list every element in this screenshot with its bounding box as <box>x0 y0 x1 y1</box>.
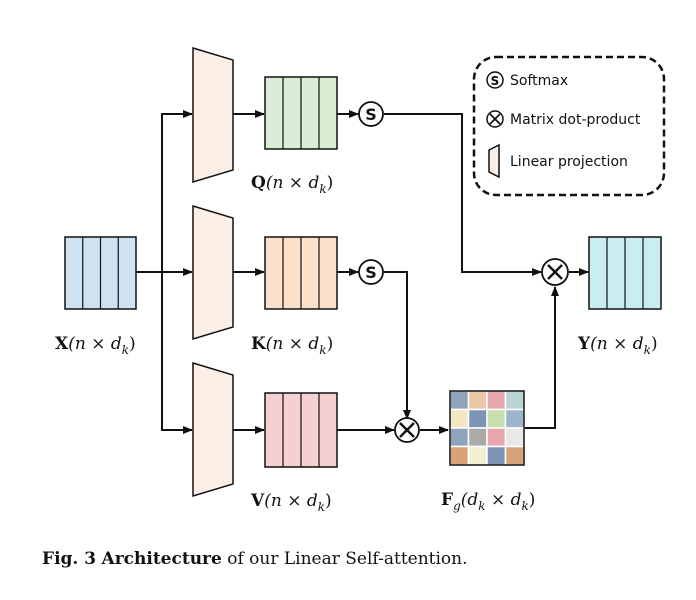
fg-cell <box>467 408 488 429</box>
label-y: Y(n × dk) <box>577 334 658 357</box>
legend-projection-icon <box>488 143 500 179</box>
label-v: V(n × dk) <box>250 491 332 514</box>
legend-dot-product-icon <box>486 110 504 128</box>
label-k: K(n × dk) <box>251 334 333 357</box>
fg-cell <box>504 408 525 429</box>
label-fg: Fg(dk × dk) <box>441 490 535 513</box>
figure-caption: Fig. 3 Architecture of our Linear Self-a… <box>42 549 468 569</box>
softmax-q-operator: S <box>358 101 384 127</box>
connections <box>136 110 589 434</box>
fg-cell <box>486 408 507 429</box>
label-x: X(n × dk) <box>55 334 136 357</box>
fg-cell <box>504 427 525 448</box>
projection-v <box>192 361 234 498</box>
legend-softmax-label: Softmax <box>510 73 568 89</box>
label-q: Q(n × dk) <box>251 173 333 196</box>
fg-cell <box>486 445 507 466</box>
dot-product-qf-operator <box>541 258 569 286</box>
arrow-fg-to-dot <box>525 286 559 429</box>
arrow-x-to-q-projection <box>161 110 193 272</box>
fg-cell <box>467 427 488 448</box>
matrix-fg <box>449 390 525 466</box>
arrow-x-to-v-projection <box>161 272 193 434</box>
fg-cell <box>449 408 470 429</box>
fg-border <box>449 390 525 466</box>
matrix-x <box>64 236 137 310</box>
matrix-q <box>264 76 338 150</box>
legend-softmax-icon: S <box>486 71 504 89</box>
svg-text:S: S <box>365 105 377 124</box>
fg-cell <box>504 390 525 411</box>
fg-cell <box>486 390 507 411</box>
fg-cell <box>467 445 488 466</box>
svg-text:S: S <box>365 263 377 282</box>
legend-dot-product-label: Matrix dot-product <box>510 112 641 128</box>
fg-cell <box>467 390 488 411</box>
matrix-v <box>264 392 338 468</box>
fg-cell <box>449 445 470 466</box>
projection-q <box>192 46 234 184</box>
projection-k <box>192 204 234 341</box>
matrix-y <box>588 236 662 310</box>
dot-product-kv-operator <box>394 417 420 443</box>
fg-cell <box>486 427 507 448</box>
legend-projection-label: Linear projection <box>510 154 628 170</box>
svg-text:S: S <box>491 74 500 88</box>
fg-cell <box>449 390 470 411</box>
fg-cell <box>449 427 470 448</box>
legend: S Softmax Matrix dot-product Linear proj… <box>472 55 666 197</box>
fg-cell <box>504 445 525 466</box>
softmax-k-operator: S <box>358 259 384 285</box>
arrow-softmax-q-to-dot <box>384 113 542 276</box>
arrow-softmax-k-to-dot <box>384 271 411 420</box>
matrix-k <box>264 236 338 310</box>
